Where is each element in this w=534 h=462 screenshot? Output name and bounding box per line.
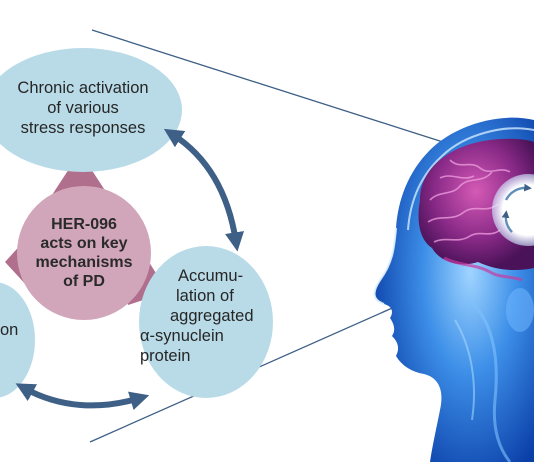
center-line: mechanisms [35, 254, 133, 271]
node-synuclein-line: aggregated [170, 307, 254, 325]
glow-circle [492, 174, 534, 246]
node-synuclein-shape [139, 246, 273, 398]
node-stress-label: Chronic activation of various stress res… [0, 78, 166, 138]
node-synuclein-line: protein [140, 347, 191, 365]
center-line: acts on key [40, 235, 128, 252]
node-synuclein-label: Accumu- lation of aggregated α-synuclein… [140, 266, 270, 366]
curved-double-arrow-icon [163, 128, 245, 252]
node-stress-line: Chronic activation [17, 79, 149, 97]
node-stress-line: stress responses [20, 119, 146, 137]
center-line: of PD [63, 273, 105, 290]
center-line: HER-096 [51, 216, 117, 233]
node-stress-line: of various [47, 99, 119, 117]
petal-top [52, 152, 108, 195]
node-synuclein-line: lation of [176, 287, 234, 305]
pointer-line-top [91, 29, 469, 151]
node-stress-shape [0, 48, 182, 172]
node-synuclein-line: Accumu- [178, 267, 244, 285]
node-left-label: on [0, 320, 20, 340]
node-left-shape [0, 282, 35, 398]
node-synuclein-line: α-synuclein [140, 327, 224, 345]
node-left-line: on [0, 321, 19, 339]
center-circle [17, 186, 151, 320]
center-label: HER-096 acts on key mechanisms of PD [22, 215, 146, 291]
curved-double-arrow-icon [15, 383, 150, 410]
cycle-arrows-icon [501, 183, 532, 233]
